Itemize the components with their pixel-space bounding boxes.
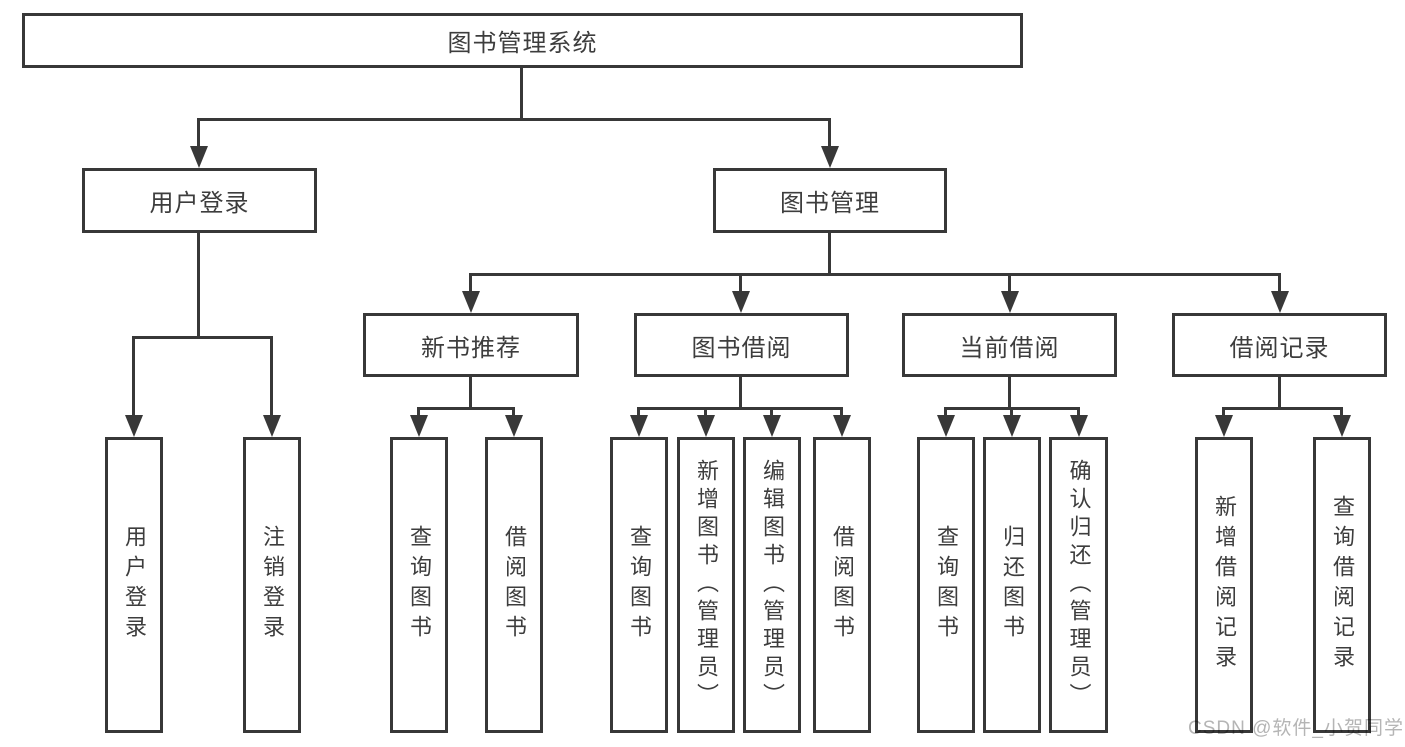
node-book-management-label: 图书管理 bbox=[780, 190, 880, 217]
connector-line bbox=[828, 233, 831, 273]
node-root-label: 图书管理系统 bbox=[447, 30, 598, 57]
connector-line bbox=[944, 407, 947, 417]
connector-line bbox=[828, 118, 831, 148]
connector-line bbox=[770, 407, 773, 417]
node-book-borrow-label: 图书借阅 bbox=[691, 334, 792, 362]
leaf-borrow-books-label: 借阅图书 bbox=[830, 525, 855, 645]
arrow-down-icon bbox=[763, 415, 781, 437]
connector-line bbox=[1008, 377, 1011, 407]
connector-line bbox=[197, 118, 831, 121]
arrow-down-icon bbox=[937, 415, 955, 437]
node-new-book-recommend-label: 新书推荐 bbox=[421, 334, 521, 362]
leaf-edit-books-admin-label: 编辑图书（管理员） bbox=[760, 459, 785, 711]
connector-line bbox=[1222, 407, 1343, 410]
arrow-down-icon bbox=[125, 415, 143, 437]
connector-line bbox=[417, 407, 515, 410]
connector-line bbox=[1278, 273, 1281, 293]
leaf-query-books-current: 查询图书 bbox=[917, 437, 975, 733]
watermark: CSDN @软件_小贺同学 bbox=[1188, 718, 1404, 739]
node-book-borrow: 图书借阅 bbox=[634, 313, 849, 377]
arrow-down-icon bbox=[1215, 415, 1233, 437]
leaf-query-borrow-record: 查询借阅记录 bbox=[1313, 437, 1371, 733]
connector-line bbox=[739, 377, 742, 407]
connector-line bbox=[132, 336, 273, 339]
connector-line bbox=[270, 336, 273, 417]
leaf-return-books: 归还图书 bbox=[983, 437, 1041, 733]
connector-line bbox=[469, 273, 472, 293]
leaf-query-books-recommend-label: 查询图书 bbox=[407, 525, 432, 645]
connector-line bbox=[840, 407, 843, 417]
arrow-down-icon bbox=[190, 146, 208, 168]
arrow-down-icon bbox=[697, 415, 715, 437]
connector-line bbox=[197, 118, 200, 148]
connector-line bbox=[1010, 407, 1013, 417]
arrow-down-icon bbox=[833, 415, 851, 437]
connector-line bbox=[637, 407, 843, 410]
leaf-borrow-books: 借阅图书 bbox=[813, 437, 871, 733]
connector-line bbox=[469, 377, 472, 407]
node-borrow-records-label: 借阅记录 bbox=[1229, 334, 1330, 362]
arrow-down-icon bbox=[821, 146, 839, 168]
arrow-down-icon bbox=[630, 415, 648, 437]
connector-line bbox=[417, 407, 420, 417]
connector-line bbox=[637, 407, 640, 417]
arrow-down-icon bbox=[1001, 291, 1019, 313]
node-current-borrow-label: 当前借阅 bbox=[959, 334, 1060, 362]
leaf-borrow-books-recommend-label: 借阅图书 bbox=[502, 525, 527, 645]
connector-line bbox=[1008, 273, 1011, 293]
arrow-down-icon bbox=[410, 415, 428, 437]
connector-line bbox=[469, 273, 1281, 276]
arrow-down-icon bbox=[263, 415, 281, 437]
leaf-add-borrow-record: 新增借阅记录 bbox=[1195, 437, 1253, 733]
arrow-down-icon bbox=[732, 291, 750, 313]
leaf-add-books-admin-label: 新增图书（管理员） bbox=[694, 459, 719, 711]
node-user-login: 用户登录 bbox=[82, 168, 317, 233]
arrow-down-icon bbox=[1003, 415, 1021, 437]
node-current-borrow: 当前借阅 bbox=[902, 313, 1117, 377]
arrow-down-icon bbox=[505, 415, 523, 437]
arrow-down-icon bbox=[1070, 415, 1088, 437]
leaf-add-books-admin: 新增图书（管理员） bbox=[677, 437, 735, 733]
leaf-edit-books-admin: 编辑图书（管理员） bbox=[743, 437, 801, 733]
connector-line bbox=[520, 68, 523, 118]
arrow-down-icon bbox=[1271, 291, 1289, 313]
node-new-book-recommend: 新书推荐 bbox=[363, 313, 579, 377]
connector-line bbox=[739, 273, 742, 293]
node-root: 图书管理系统 bbox=[22, 13, 1023, 68]
leaf-confirm-return-admin: 确认归还（管理员） bbox=[1049, 437, 1108, 733]
leaf-query-books-borrow: 查询图书 bbox=[610, 437, 668, 733]
leaf-query-books-borrow-label: 查询图书 bbox=[627, 525, 652, 645]
leaf-query-books-current-label: 查询图书 bbox=[934, 525, 959, 645]
leaf-borrow-books-recommend: 借阅图书 bbox=[485, 437, 543, 733]
node-user-login-label: 用户登录 bbox=[149, 190, 250, 217]
connector-line bbox=[1222, 407, 1225, 417]
connector-line bbox=[132, 336, 135, 417]
node-book-management: 图书管理 bbox=[713, 168, 947, 233]
connector-line bbox=[704, 407, 707, 417]
leaf-logout: 注销登录 bbox=[243, 437, 301, 733]
node-borrow-records: 借阅记录 bbox=[1172, 313, 1387, 377]
arrow-down-icon bbox=[1333, 415, 1351, 437]
leaf-query-books-recommend: 查询图书 bbox=[390, 437, 448, 733]
leaf-user-login: 用户登录 bbox=[105, 437, 163, 733]
leaf-user-login-label: 用户登录 bbox=[122, 525, 147, 645]
leaf-add-borrow-record-label: 新增借阅记录 bbox=[1212, 495, 1237, 675]
connector-line bbox=[1340, 407, 1343, 417]
connector-line bbox=[197, 233, 200, 336]
connector-line bbox=[512, 407, 515, 417]
connector-line bbox=[1278, 377, 1281, 407]
leaf-query-borrow-record-label: 查询借阅记录 bbox=[1330, 495, 1355, 675]
leaf-return-books-label: 归还图书 bbox=[1000, 525, 1025, 645]
connector-line bbox=[1077, 407, 1080, 417]
leaf-logout-label: 注销登录 bbox=[260, 525, 285, 645]
arrow-down-icon bbox=[462, 291, 480, 313]
leaf-confirm-return-admin-label: 确认归还（管理员） bbox=[1066, 459, 1092, 711]
